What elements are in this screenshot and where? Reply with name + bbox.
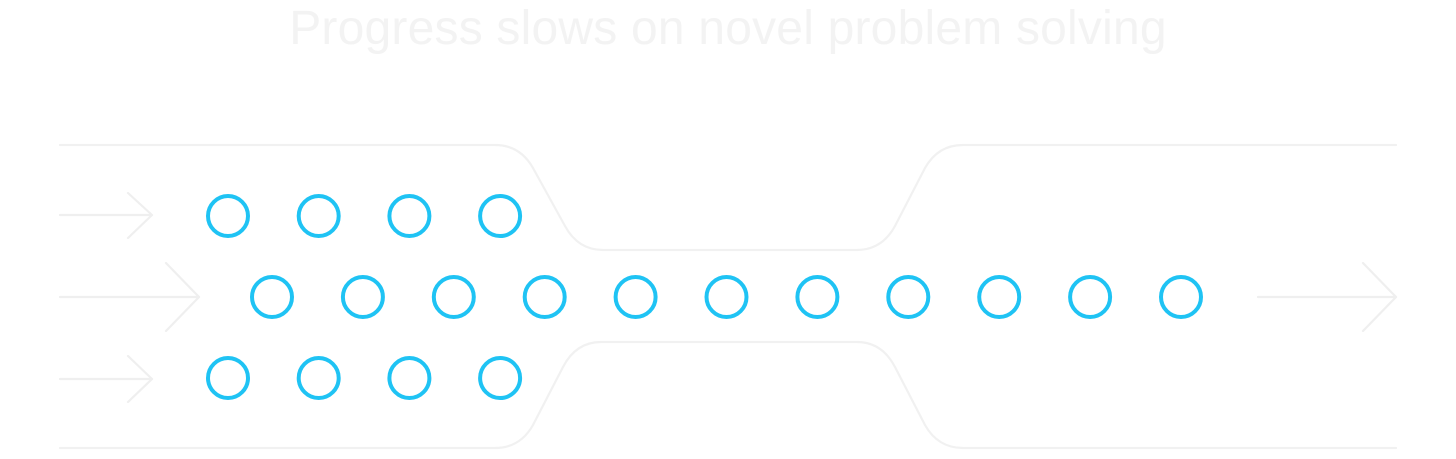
middle-lane-dot	[886, 275, 931, 319]
channel-bottom-outline	[58, 340, 1398, 450]
middle-lane-dot	[1068, 275, 1113, 319]
top-lane-dot	[296, 194, 341, 238]
middle-lane-dot	[795, 275, 840, 319]
top-lane-dot	[206, 194, 250, 238]
middle-lane-dot	[340, 275, 385, 319]
bottom-lane-dot	[206, 356, 250, 400]
bottom-lane-dot	[387, 356, 432, 400]
middle-input-arrow-icon	[58, 261, 201, 333]
middle-lane-dot	[1159, 275, 1203, 319]
middle-lane-dot	[977, 275, 1022, 319]
middle-lane-dot	[704, 275, 749, 319]
top-lane-dot	[387, 194, 432, 238]
bottom-lane-dot	[296, 356, 341, 400]
top-lane-dot	[478, 194, 523, 238]
output-arrow-icon	[1256, 261, 1398, 333]
middle-lane-dot	[613, 275, 658, 319]
top-input-arrow-icon	[58, 191, 154, 240]
diagram-title: Progress slows on novel problem solving	[289, 2, 1167, 55]
middle-lane-dot	[522, 275, 567, 319]
middle-lane-dot	[250, 275, 294, 319]
dot-group	[206, 194, 1203, 400]
channel-top-outline	[58, 143, 1398, 252]
bottom-input-arrow-icon	[58, 354, 154, 404]
bottom-lane-dot	[478, 356, 523, 400]
middle-lane-dot	[431, 275, 476, 319]
